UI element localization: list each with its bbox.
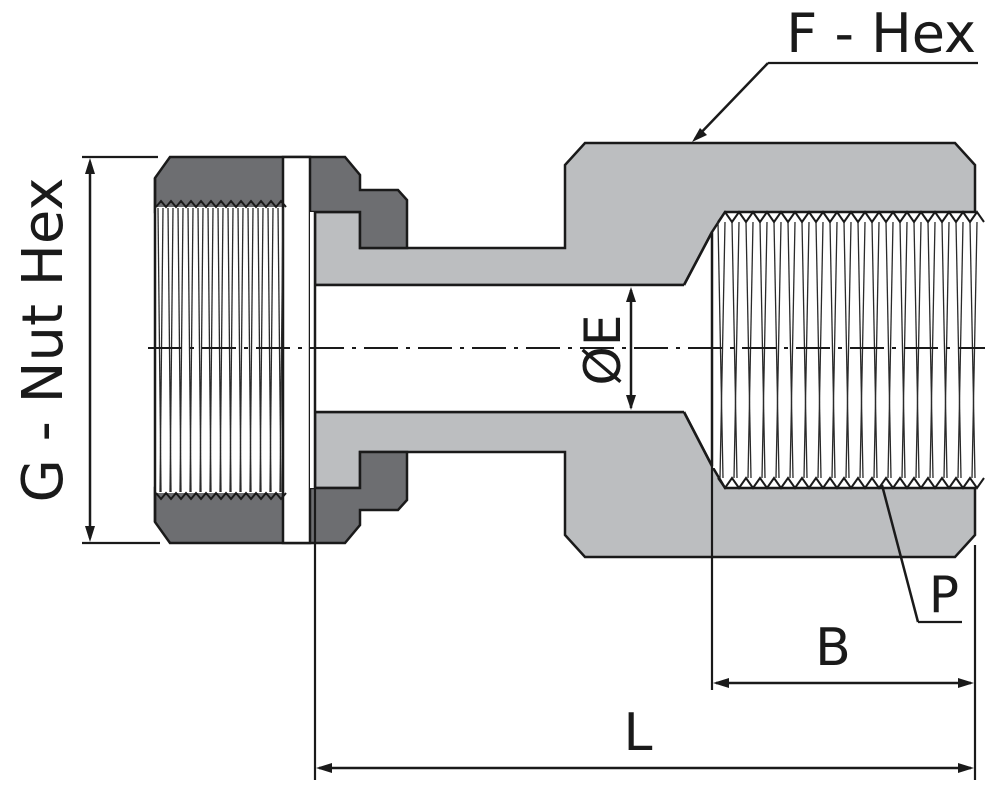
female-threads (717, 210, 985, 490)
ferrule-seat (310, 212, 315, 488)
f-hex-label: F - Hex (786, 2, 976, 65)
nut-slot (281, 155, 312, 545)
p-label: P (929, 566, 959, 624)
b-label: B (815, 618, 851, 678)
female-thread-bore (712, 232, 975, 468)
l-label: L (624, 703, 653, 763)
g-nut-hex-label: G - Nut Hex (11, 177, 76, 502)
diameter-e-label: ØE (574, 315, 632, 386)
nut-threads (155, 199, 287, 501)
